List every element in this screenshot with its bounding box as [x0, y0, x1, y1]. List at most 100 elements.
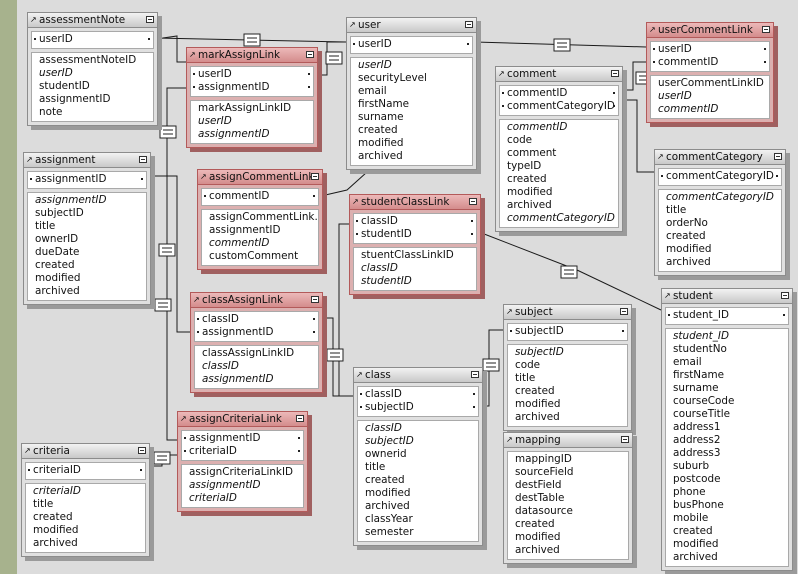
- field: destTable: [515, 492, 565, 504]
- relationship-equals-icon[interactable]: [326, 348, 344, 362]
- collapse-box-icon[interactable]: [146, 16, 154, 23]
- table-header[interactable]: ↗assignCriteriaLink: [178, 412, 307, 427]
- collapse-box-icon[interactable]: [621, 436, 629, 443]
- key-field: criteriaID: [26, 464, 145, 477]
- collapse-box-icon[interactable]: [469, 198, 477, 205]
- collapse-box-icon[interactable]: [471, 371, 479, 378]
- relationship-equals-icon[interactable]: [154, 298, 172, 312]
- field: markAssignLinkID: [198, 102, 292, 114]
- table-header[interactable]: ↗studentClassLink: [350, 195, 480, 210]
- table-title: user: [358, 19, 381, 31]
- table-header[interactable]: ↗user: [347, 18, 476, 33]
- table-header[interactable]: ↗assignment: [24, 153, 150, 168]
- table-title: classAssignLink: [202, 294, 284, 306]
- field: assignmentID: [209, 224, 281, 236]
- table-header[interactable]: ↗assignCommentLink: [198, 170, 322, 185]
- key-field: classID: [195, 313, 318, 326]
- key-field: subjectID: [358, 401, 478, 414]
- collapse-box-icon[interactable]: [139, 156, 147, 163]
- field: securityLevel: [358, 72, 427, 84]
- relationship-equals-icon[interactable]: [243, 33, 261, 47]
- relationship-equals-icon[interactable]: [153, 451, 171, 465]
- field: archived: [666, 256, 711, 268]
- table-header[interactable]: ↗mapping: [504, 433, 632, 448]
- relationship-line: [162, 35, 186, 63]
- table-header[interactable]: ↗student: [662, 289, 792, 304]
- field: studentID: [361, 275, 412, 287]
- field: mappingID: [515, 453, 572, 465]
- table-title: comment: [507, 68, 557, 80]
- key-field: subjectID: [508, 325, 627, 338]
- field: address2: [673, 434, 721, 446]
- table-header[interactable]: ↗comment: [496, 67, 622, 82]
- collapse-box-icon[interactable]: [620, 308, 628, 315]
- key-field: studentID: [354, 228, 476, 241]
- table-arrow-icon: ↗: [356, 370, 363, 379]
- field: modified: [515, 398, 561, 410]
- table-header[interactable]: ↗userCommentLink: [647, 23, 773, 38]
- relationship-equals-icon[interactable]: [158, 243, 176, 257]
- field: stuentClassLinkID: [361, 249, 454, 261]
- field: assignmentID: [202, 373, 274, 385]
- field: modified: [673, 538, 719, 550]
- table-arrow-icon: ↗: [506, 435, 513, 444]
- field: phone: [673, 486, 706, 498]
- table-arrow-icon: ↗: [657, 152, 664, 161]
- table-header[interactable]: ↗assessmentNote: [28, 13, 157, 28]
- table-arrow-icon: ↗: [193, 295, 200, 304]
- collapse-box-icon[interactable]: [781, 292, 789, 299]
- collapse-box-icon[interactable]: [774, 153, 782, 160]
- collapse-box-icon[interactable]: [138, 447, 146, 454]
- field: classYear: [365, 513, 413, 525]
- relationship-equals-icon[interactable]: [560, 265, 578, 279]
- relationship-equals-icon[interactable]: [482, 358, 500, 372]
- collapse-box-icon[interactable]: [465, 21, 473, 28]
- field: address3: [673, 447, 721, 459]
- collapse-box-icon[interactable]: [311, 173, 319, 180]
- table-arrow-icon: ↗: [349, 20, 356, 29]
- table-header[interactable]: ↗commentCategory: [655, 150, 785, 165]
- collapse-box-icon[interactable]: [611, 70, 619, 77]
- collapse-box-icon[interactable]: [306, 51, 314, 58]
- table-header[interactable]: ↗criteria: [22, 444, 149, 459]
- field: semester: [365, 526, 414, 538]
- relationship-equals-icon[interactable]: [325, 51, 343, 65]
- relationship-line: [621, 61, 646, 91]
- table-title: assignCommentLink: [209, 171, 315, 183]
- field: assignmentID: [189, 479, 261, 491]
- table-header[interactable]: ↗markAssignLink: [187, 48, 317, 63]
- collapse-box-icon[interactable]: [762, 26, 770, 33]
- collapse-box-icon[interactable]: [311, 296, 319, 303]
- table-arrow-icon: ↗: [506, 307, 513, 316]
- table-header[interactable]: ↗classAssignLink: [191, 293, 322, 308]
- table-header[interactable]: ↗class: [354, 368, 482, 383]
- relationship-equals-icon[interactable]: [553, 38, 571, 52]
- table-arrow-icon: ↗: [189, 50, 196, 59]
- collapse-box-icon[interactable]: [296, 415, 304, 422]
- table-header[interactable]: ↗subject: [504, 305, 631, 320]
- relationship-equals-icon[interactable]: [159, 125, 177, 139]
- field: classID: [202, 360, 239, 372]
- table-title: assignCriteriaLink: [189, 413, 282, 425]
- key-field: userID: [351, 38, 472, 51]
